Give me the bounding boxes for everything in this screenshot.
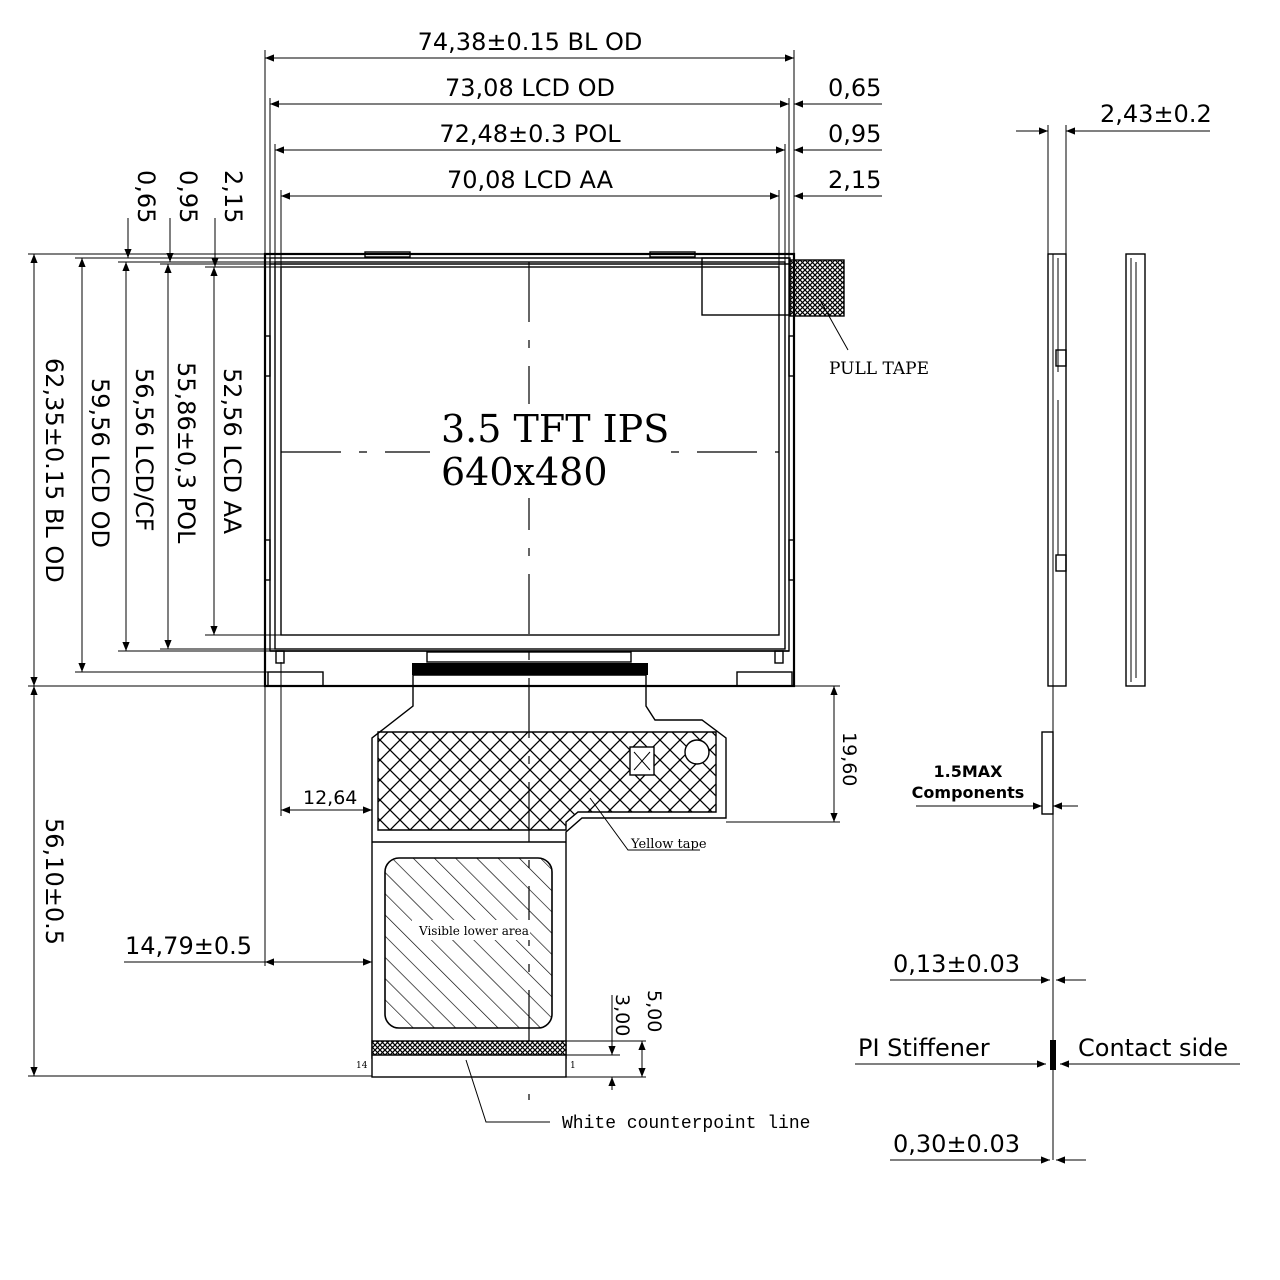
pull-tape-label: PULL TAPE	[829, 359, 929, 379]
dim-pol-width: 72,48±0.3 POL	[439, 120, 621, 148]
top-dimensions: 74,38±0.15 BL OD 73,08 LCD OD 0,65 72,48…	[264, 28, 882, 267]
dim-lcd-aa-height: 52,56 LCD AA	[218, 368, 246, 535]
dim-lcd-od-height: 59,56 LCD OD	[86, 378, 114, 548]
dim-pol-height: 55,86±0,3 POL	[172, 362, 200, 544]
contact-pads	[372, 1041, 566, 1055]
pin-14-label: 14	[356, 1061, 368, 1071]
fpc-bonding-strip	[412, 663, 648, 675]
fpc-outline	[371, 674, 727, 1059]
pull-tape	[789, 259, 845, 317]
dim-top-offset-1: 0,65	[132, 170, 160, 223]
front-view: 3.5 TFT IPS 640x480	[263, 251, 849, 1100]
components-label: Components	[912, 783, 1025, 802]
module-side-profile-2	[1125, 253, 1146, 687]
fpc-tail: Visible lower area 14 1	[356, 674, 727, 1078]
callouts: PULL TAPE Yellow tape White counterpoint…	[465, 359, 929, 1134]
dim-lcd-cf-height: 56,56 LCD/CF	[130, 368, 158, 532]
dim-fpc-offset-upper: 12,64	[303, 787, 357, 809]
left-dimensions: 0,65 0,95 2,15 62,35±0.15 BL OD 59,56 LC…	[28, 170, 372, 1077]
dim-contact-length: 3,00	[611, 994, 633, 1036]
fpc-dimensions: 19,60 12,64 14,79±0.5 3,00 5,00	[124, 662, 860, 1090]
active-area-outline	[280, 266, 780, 636]
product-resolution: 640x480	[441, 450, 608, 494]
contact-side-label: Contact side	[1078, 1034, 1228, 1062]
dim-right-offset-1: 0,65	[828, 74, 881, 102]
dim-lcd-od-width: 73,08 LCD OD	[445, 74, 615, 102]
dim-contact-thickness: 0,13±0.03	[893, 950, 1020, 978]
dim-thickness: 2,43±0.2	[1100, 100, 1212, 128]
dim-bl-od-width: 74,38±0.15 BL OD	[418, 28, 643, 56]
module-side-profile	[1047, 253, 1067, 687]
components-block	[1041, 731, 1054, 815]
side-view: 2,43±0.2 1.5MAX Components 0,13±0.03 PI …	[855, 100, 1240, 1164]
dim-top-offset-3: 2,15	[219, 170, 247, 223]
white-line-label: White counterpoint line	[562, 1114, 810, 1134]
product-title: 3.5 TFT IPS	[441, 407, 669, 451]
pin-1-label: 1	[570, 1061, 576, 1071]
dim-bl-od-height: 62,35±0.15 BL OD	[40, 358, 68, 583]
dim-contact-total: 5,00	[643, 990, 665, 1032]
yellow-tape-label: Yellow tape	[630, 837, 707, 852]
yellow-tape-area	[377, 731, 717, 831]
pi-stiffener-label: PI Stiffener	[858, 1034, 990, 1062]
dim-fpc-tape-height: 19,60	[838, 732, 860, 786]
dim-fpc-offset-lower: 14,79±0.5	[125, 932, 252, 960]
polarizer-outline	[274, 261, 786, 650]
dim-right-offset-3: 2,15	[828, 166, 881, 194]
components-max: 1.5MAX	[934, 762, 1004, 781]
dim-stiffener-thickness: 0,30±0.03	[893, 1130, 1020, 1158]
visible-lower-area	[384, 857, 553, 1029]
dim-right-offset-2: 0,95	[828, 120, 881, 148]
dim-top-offset-2: 0,95	[174, 170, 202, 223]
visible-lower-area-label: Visible lower area	[418, 924, 529, 938]
dim-fpc-total-length: 56,10±0.5	[40, 818, 68, 945]
dim-lcd-aa-width: 70,08 LCD AA	[447, 166, 614, 194]
